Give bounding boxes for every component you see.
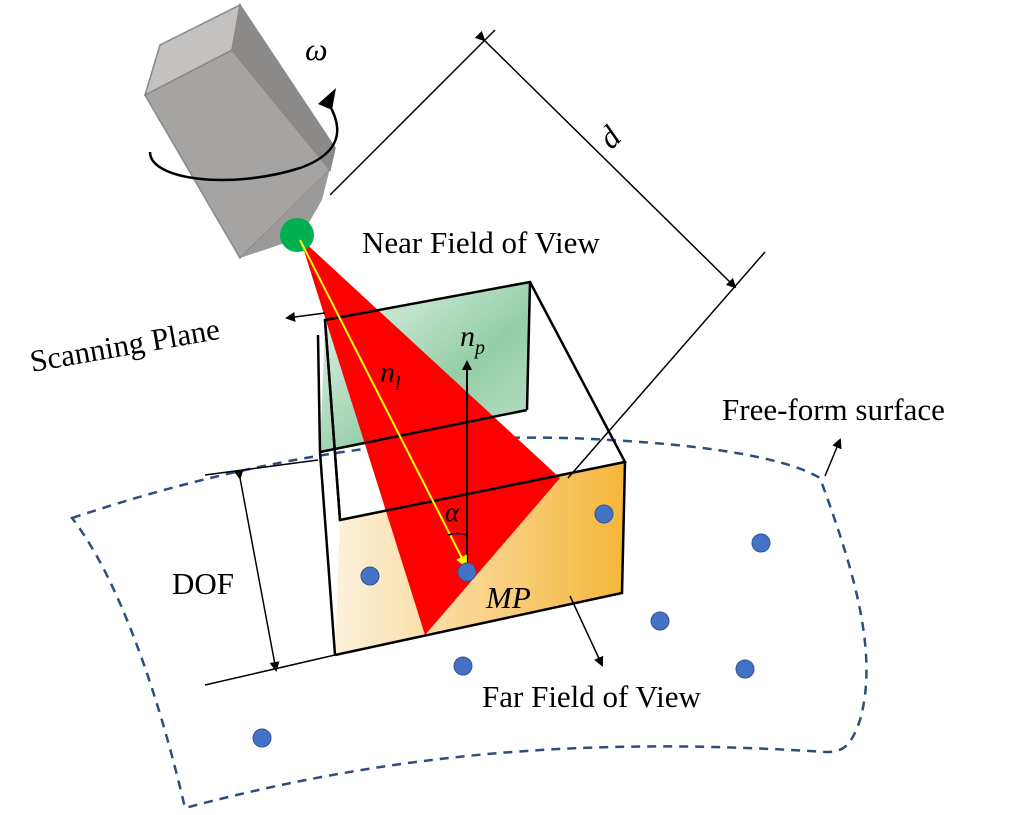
omega-label: ω xyxy=(305,31,328,67)
measurement-point xyxy=(457,562,477,582)
nl-beam-vector xyxy=(299,239,467,568)
nl-label: nl xyxy=(380,356,401,395)
laser-source-icon xyxy=(280,218,314,252)
free-form-pointer xyxy=(824,438,842,477)
measurement-point xyxy=(650,611,670,631)
rotation-arrow-icon xyxy=(148,97,339,182)
np-label: np xyxy=(460,320,485,359)
measurement-point xyxy=(360,566,380,586)
alpha-label: α xyxy=(445,497,460,527)
scanning-plane-label: Scanning Plane xyxy=(27,311,222,379)
alpha-arc xyxy=(447,532,468,536)
free-form-surface-label: Free-form surface xyxy=(722,392,945,427)
dof-label: DOF xyxy=(172,566,234,601)
measurement-point xyxy=(594,504,614,524)
distance-dimension xyxy=(329,29,766,479)
measurement-point xyxy=(735,659,755,679)
measurement-point xyxy=(751,533,771,553)
measurement-points xyxy=(252,504,771,748)
mp-label: MP xyxy=(485,580,531,615)
measurement-point xyxy=(453,656,473,676)
far-fov-pointer xyxy=(569,595,604,667)
laser-plane-triangle xyxy=(300,238,560,635)
measurement-point xyxy=(252,728,272,748)
near-fov-label: Near Field of View xyxy=(362,225,600,260)
dof-dimension xyxy=(204,459,336,686)
scanning-plane-pointer xyxy=(285,311,326,322)
field-of-view-box xyxy=(316,280,627,657)
far-fov-label: Far Field of View xyxy=(482,679,701,714)
